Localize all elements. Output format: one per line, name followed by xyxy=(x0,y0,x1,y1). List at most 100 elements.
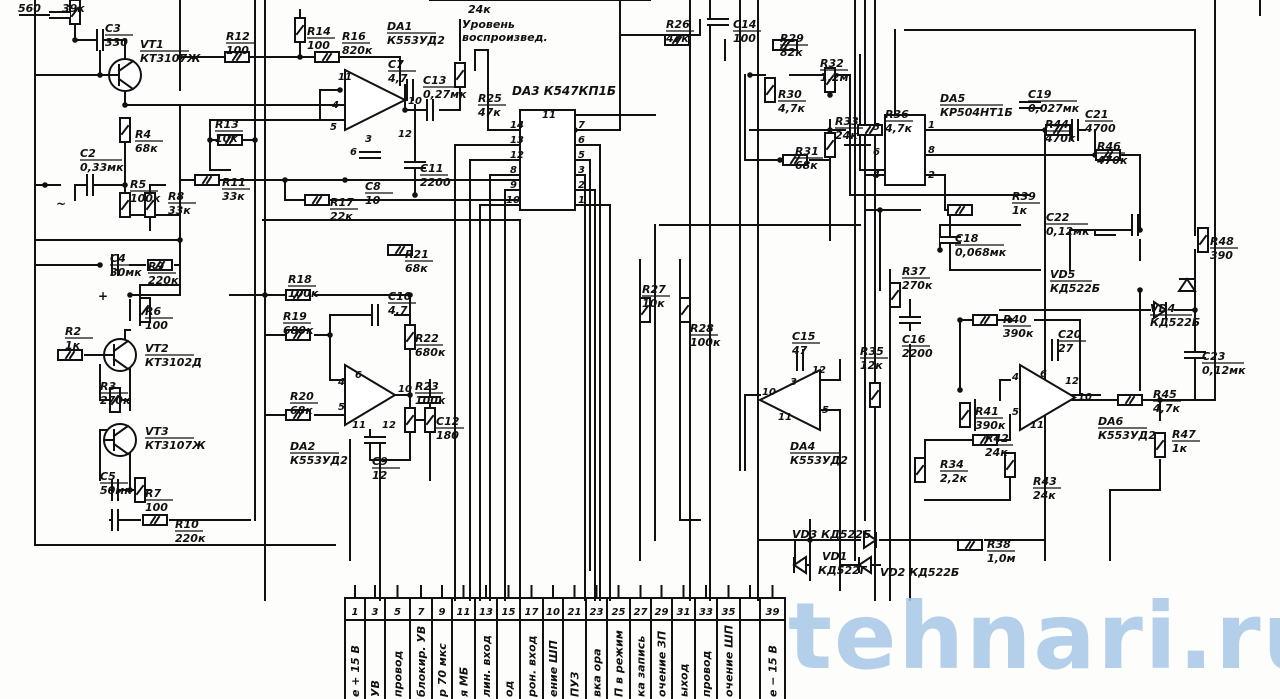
resistor-mark xyxy=(110,394,120,406)
wire xyxy=(999,379,1011,401)
part-value: 1,0м xyxy=(987,552,1015,565)
gap xyxy=(708,19,728,25)
connector-pin-35: 35 xyxy=(722,607,736,618)
part-name: C18 xyxy=(955,232,979,245)
connector-label: провод xyxy=(392,650,405,697)
part-name: C3 xyxy=(105,22,121,35)
part-name: R7 xyxy=(145,487,161,500)
resistor-mark xyxy=(960,409,970,421)
capacitor-symbol xyxy=(1019,101,1041,109)
capacitor-plates xyxy=(111,509,119,531)
wire xyxy=(124,329,131,341)
diode-symbol xyxy=(857,555,872,575)
part-name: C8 xyxy=(365,180,381,193)
part-name: R16 xyxy=(342,30,366,43)
resistor-symbol xyxy=(134,477,146,503)
gap xyxy=(1132,215,1138,235)
part-name: C23 xyxy=(1202,350,1226,363)
wire xyxy=(469,159,521,601)
connector-label: од xyxy=(503,680,516,697)
part-name: R37 xyxy=(902,265,926,278)
part-name: R28 xyxy=(690,322,714,335)
wire xyxy=(124,89,181,251)
capacitor-symbol xyxy=(796,349,804,371)
part-value: 680к xyxy=(283,324,314,337)
pin-number: 10 xyxy=(762,387,776,398)
label-c2: C20,33мк xyxy=(80,147,124,174)
resistor-mark xyxy=(135,484,145,496)
vd1-value: КД522Г xyxy=(818,564,868,577)
part-value: 27 xyxy=(1058,342,1074,355)
part-value: 4700 xyxy=(1084,122,1116,135)
part-name: R45 xyxy=(1153,388,1177,401)
connector-pin-39: 39 xyxy=(766,607,780,618)
gap xyxy=(1020,102,1040,108)
resistor-symbol xyxy=(224,51,250,63)
resistor-symbol xyxy=(857,124,883,136)
wires xyxy=(19,0,1261,601)
wire xyxy=(574,159,591,571)
junction-dot xyxy=(207,137,213,143)
part-value: 100к xyxy=(288,287,319,300)
wire xyxy=(329,314,371,336)
junction-dot xyxy=(297,54,303,60)
part-value: КД522Б xyxy=(1150,316,1200,329)
part-value: 220к xyxy=(148,274,179,287)
pin-number: 11 xyxy=(338,72,352,83)
resistor-mark xyxy=(979,315,991,325)
resistor-mark xyxy=(425,414,435,426)
part-name: R14 xyxy=(307,25,331,38)
part-name: R5 xyxy=(130,178,146,191)
wire xyxy=(574,144,601,601)
part-name: R27 xyxy=(642,283,666,296)
part-value: 1к xyxy=(1172,442,1188,455)
junction-dot xyxy=(127,487,133,493)
watermark: tehnari.ru xyxy=(788,583,1280,690)
pin-number: 2 xyxy=(928,170,935,181)
gap xyxy=(940,237,960,243)
junction-dot xyxy=(957,387,963,393)
resistor-body xyxy=(314,51,340,63)
resistor-mark xyxy=(825,74,835,86)
vd2-label: VD2 КД522Б xyxy=(880,566,959,579)
resistor-body xyxy=(57,349,83,361)
resistor-symbol xyxy=(889,282,901,308)
part-value: 270к xyxy=(100,394,131,407)
wire xyxy=(789,74,1031,196)
part-value: 1к xyxy=(1012,204,1028,217)
resistor-symbol xyxy=(679,297,691,323)
resistor-mark xyxy=(311,195,323,205)
junction-dot xyxy=(1137,287,1143,293)
part-name: VD5 xyxy=(1050,268,1076,281)
connector-pin-17: 17 xyxy=(525,607,539,618)
resistor-body xyxy=(957,539,983,551)
capacitor-symbol xyxy=(364,436,386,444)
resistor-body xyxy=(147,259,173,271)
part-value: КД522Б xyxy=(1050,282,1100,295)
capacitor-symbol xyxy=(111,509,119,531)
resistor-symbol xyxy=(824,132,836,158)
junction-dot xyxy=(72,37,78,43)
resistor-body xyxy=(285,409,311,421)
gap xyxy=(97,30,103,50)
junction-dot xyxy=(252,137,258,143)
op-amp-symbol xyxy=(1019,363,1077,432)
part-name: R33 xyxy=(835,115,859,128)
